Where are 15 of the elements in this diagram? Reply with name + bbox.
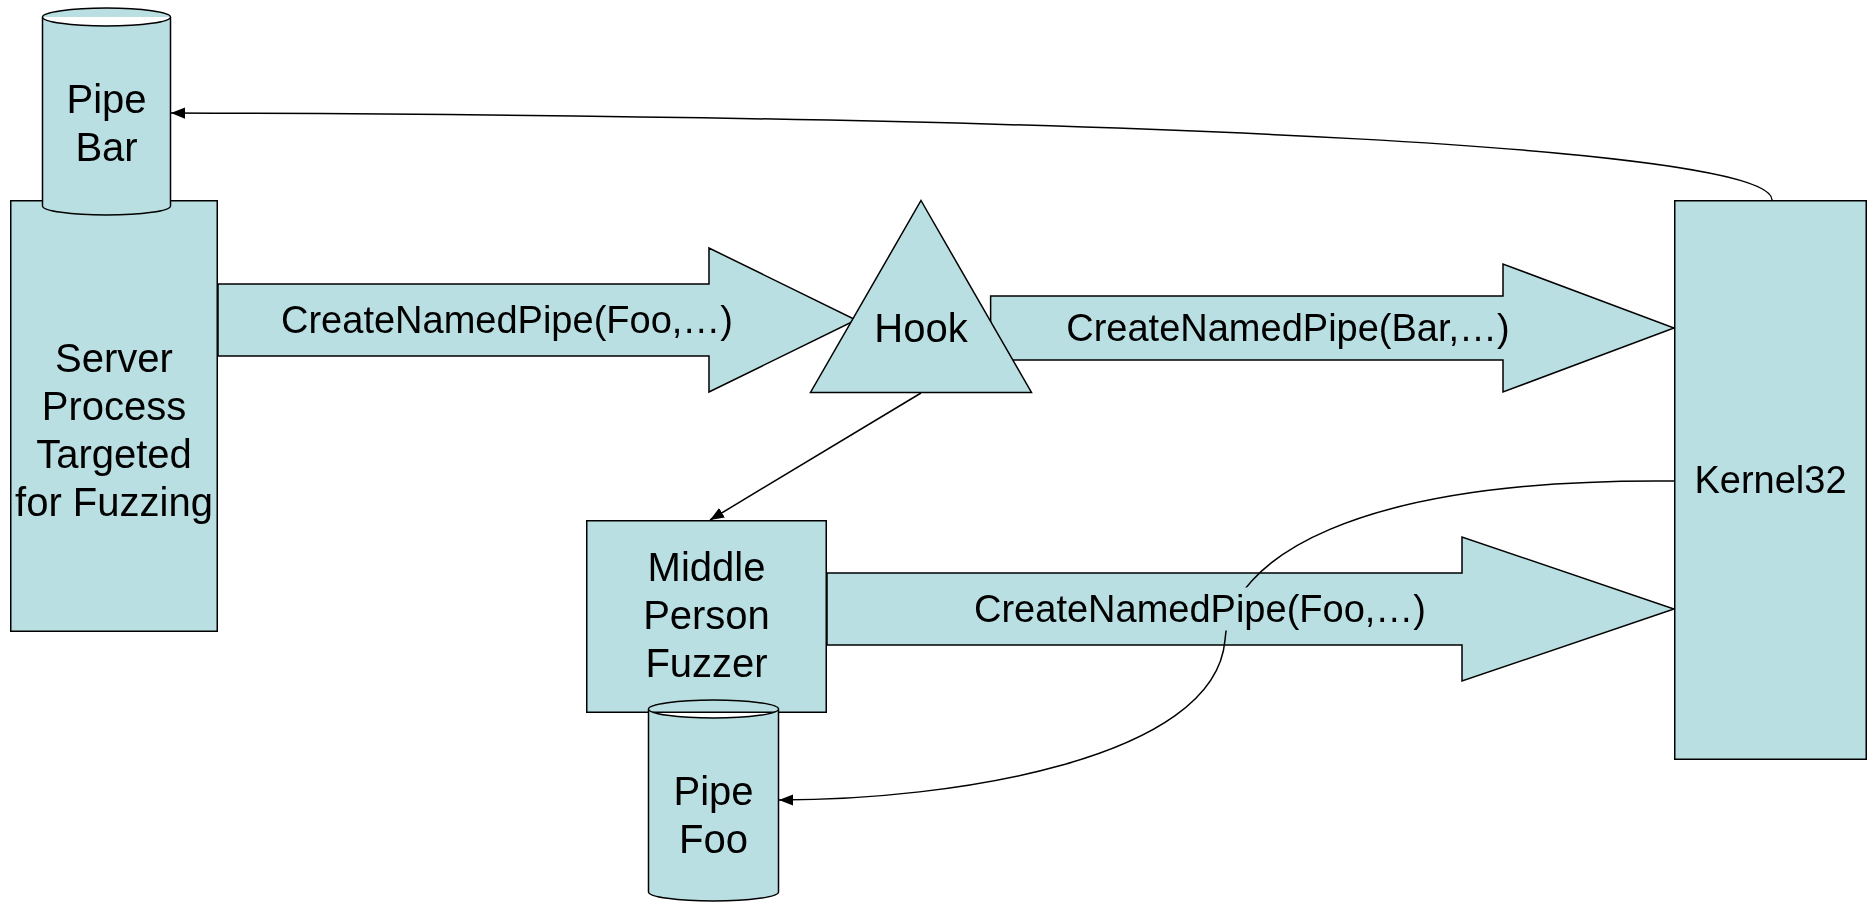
- node-label: Kernel32: [1693, 458, 1848, 503]
- node-label: Server Process Targeted for Fuzzing: [14, 335, 214, 526]
- node-label: Pipe Bar: [65, 76, 148, 171]
- connector-arrow: [778, 480, 1675, 806]
- fuzzer-box: [586, 520, 827, 713]
- connector-arrow: [170, 107, 1773, 201]
- hook-triangle: [810, 200, 1032, 393]
- pipe-cylinder: [42, 8, 171, 215]
- kernel-box: [1674, 200, 1867, 760]
- edge-label: CreateNamedPipe(Foo,…): [974, 587, 1426, 631]
- pipe-cylinder: [648, 700, 779, 901]
- node-label: Pipe Foo: [672, 768, 755, 863]
- connector-arrow: [709, 392, 922, 521]
- node-label: Middle Person Fuzzer: [642, 544, 771, 687]
- node-label: Hook: [873, 305, 969, 352]
